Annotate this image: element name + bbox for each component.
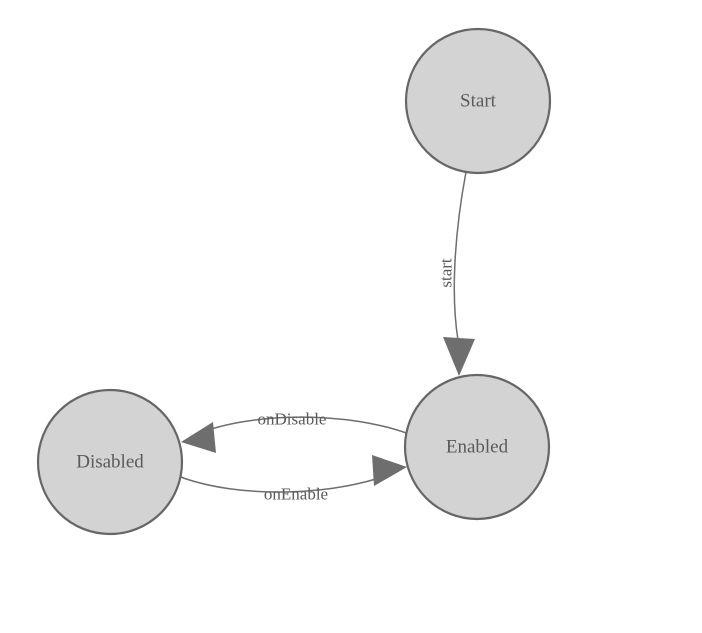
arrowhead-into-disabled-left <box>181 422 216 453</box>
edge-enabled-to-disabled-path <box>189 416 410 438</box>
node-disabled-circle <box>36 388 184 536</box>
edge-disabled-to-enabled[interactable] <box>177 455 407 493</box>
node-start-label: Start <box>460 91 497 112</box>
edge-start-to-enabled-path <box>453 171 467 341</box>
node-start-circle <box>404 27 552 175</box>
arrowhead-into-enabled-left <box>372 455 407 486</box>
edge-label-start: start <box>437 258 456 288</box>
edge-label-on-disable: onDisable <box>258 410 327 429</box>
node-disabled-label: Disabled <box>76 452 144 473</box>
arrowhead-into-enabled-top <box>443 337 475 376</box>
node-enabled[interactable]: Enabled <box>403 373 551 521</box>
edge-start-to-enabled[interactable] <box>443 171 475 376</box>
node-start[interactable]: Start <box>404 27 552 175</box>
edge-label-on-enable: onEnable <box>264 485 328 504</box>
edge-enabled-to-disabled[interactable] <box>181 416 410 453</box>
node-enabled-circle <box>403 373 551 521</box>
node-disabled[interactable]: Disabled <box>36 388 184 536</box>
node-enabled-label: Enabled <box>446 437 509 458</box>
